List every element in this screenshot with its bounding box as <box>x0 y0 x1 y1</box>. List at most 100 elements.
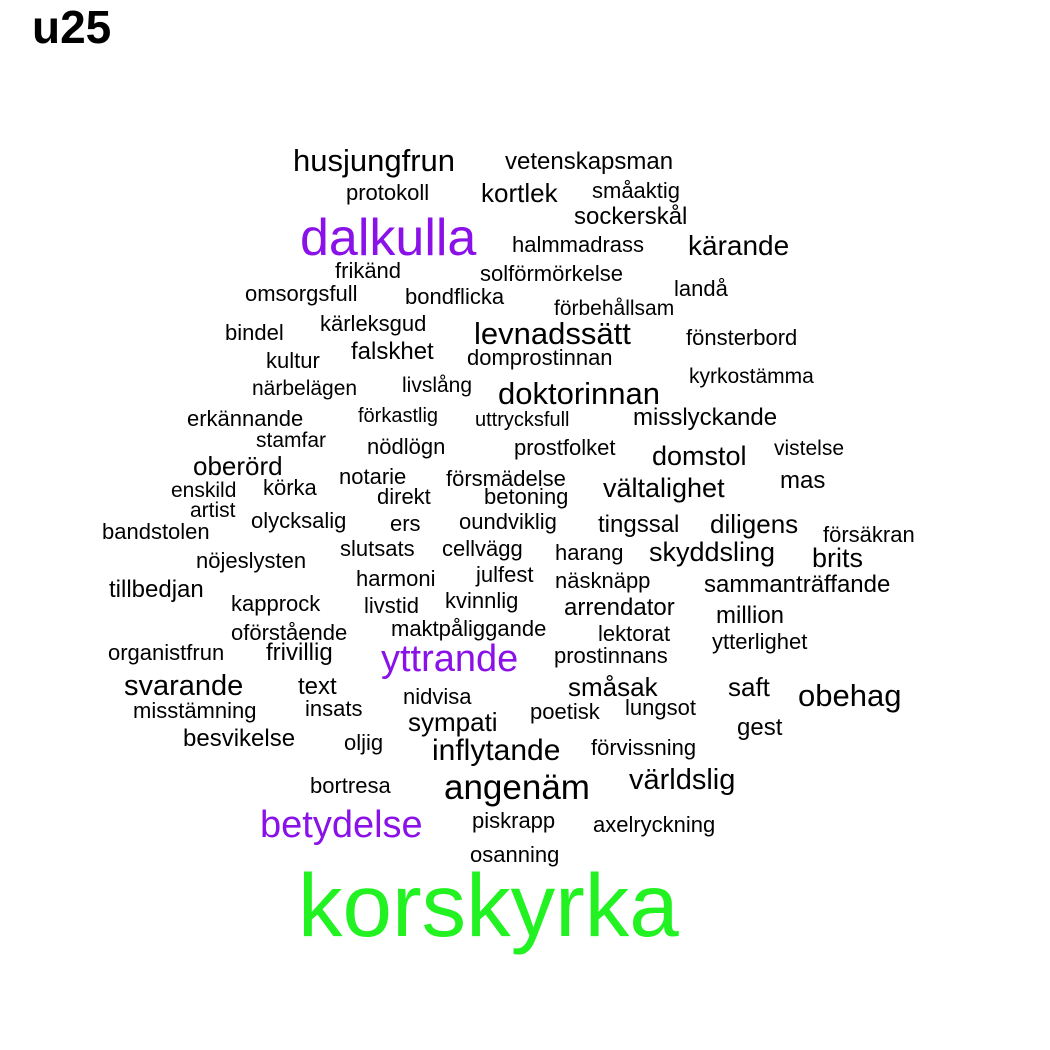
cloud-word: förkastlig <box>358 405 439 427</box>
cloud-word: besvikelse <box>183 725 296 752</box>
cloud-word: julfest <box>476 562 534 587</box>
cloud-word: vetenskapsman <box>505 148 674 175</box>
cloud-word: kapprock <box>231 591 321 616</box>
cloud-word: näsknäpp <box>555 568 651 593</box>
cloud-word: kortlek <box>481 178 558 208</box>
cloud-word: skyddsling <box>649 537 776 567</box>
cloud-word: frikänd <box>335 258 402 283</box>
cloud-word: domstol <box>652 441 747 471</box>
cloud-word: saft <box>728 672 770 702</box>
cloud-word: misstämning <box>133 698 257 723</box>
cloud-word: prostinnans <box>554 643 668 668</box>
cloud-word: piskrapp <box>472 808 556 833</box>
cloud-word: svarande <box>124 670 244 702</box>
cloud-word: dalkulla <box>300 209 477 267</box>
cloud-word: oberörd <box>193 451 283 481</box>
cloud-word: enskild <box>171 479 237 502</box>
cloud-word: diligens <box>710 509 799 539</box>
cloud-word: vältalighet <box>603 473 725 503</box>
cloud-word: angenäm <box>444 768 590 807</box>
cloud-word: direkt <box>377 484 431 509</box>
cloud-word: nödlögn <box>367 434 446 459</box>
cloud-word: korskyrka <box>298 855 679 955</box>
cloud-word: kärande <box>688 230 790 261</box>
cloud-word: körka <box>263 475 317 500</box>
cloud-word: oundviklig <box>459 509 557 534</box>
cloud-word: tingssal <box>598 511 680 538</box>
cloud-word: betydelse <box>260 804 423 846</box>
cloud-word: bandstolen <box>102 519 210 544</box>
cloud-word: obehag <box>798 678 902 713</box>
cloud-word: kultur <box>266 348 320 373</box>
cloud-word: betoning <box>484 484 569 509</box>
cloud-word: sockerskål <box>574 203 688 230</box>
cloud-word: stamfar <box>256 429 327 452</box>
cloud-word: nöjeslysten <box>196 548 307 573</box>
cloud-word: slutsats <box>340 536 415 561</box>
cloud-word: harang <box>555 540 624 565</box>
cloud-word: husjungfrun <box>293 143 456 178</box>
cloud-word: osanning <box>470 842 560 867</box>
cloud-word: oförstående <box>231 620 348 645</box>
cloud-word: kvinnlig <box>445 588 519 613</box>
cloud-word: million <box>716 602 785 629</box>
cloud-word: kärleksgud <box>320 311 427 336</box>
cloud-word: uttrycksfull <box>475 409 570 431</box>
cloud-word: doktorinnan <box>498 376 661 411</box>
cloud-word: oljig <box>344 730 384 755</box>
cloud-word: text <box>298 673 337 700</box>
cloud-word: ers <box>390 511 421 536</box>
cloud-word: arrendator <box>564 594 675 621</box>
cloud-word: småsak <box>568 672 658 702</box>
cloud-word: insats <box>305 696 363 721</box>
cloud-word: omsorgsfull <box>245 281 358 306</box>
chart-title: u25 <box>32 1 112 53</box>
cloud-word: världslig <box>629 764 736 796</box>
cloud-word: cellvägg <box>442 536 523 561</box>
cloud-word: domprostinnan <box>467 345 613 370</box>
cloud-word: fönsterbord <box>686 325 798 350</box>
cloud-word: notarie <box>339 464 407 489</box>
cloud-word: tillbedjan <box>109 576 204 603</box>
cloud-word: försäkran <box>823 522 915 547</box>
cloud-word: förbehållsam <box>554 297 675 320</box>
cloud-word: levnadssätt <box>474 316 631 351</box>
cloud-word: artist <box>190 499 236 522</box>
cloud-word: brits <box>812 543 864 573</box>
cloud-word: misslyckande <box>633 404 778 431</box>
cloud-word: lektorat <box>598 621 671 646</box>
cloud-word: sympati <box>408 707 498 737</box>
cloud-word: inflytande <box>432 734 561 767</box>
cloud-word: livslång <box>402 374 473 397</box>
cloud-word: solförmörkelse <box>480 261 624 286</box>
cloud-word: falskhet <box>351 338 434 365</box>
cloud-word: landå <box>674 276 728 301</box>
cloud-word: erkännande <box>187 406 304 431</box>
cloud-word: vistelse <box>774 437 845 460</box>
cloud-word: småaktig <box>592 178 681 203</box>
cloud-word: olycksalig <box>251 508 347 533</box>
cloud-word: bortresa <box>310 773 391 798</box>
cloud-word: halmmadrass <box>512 232 645 257</box>
cloud-word: närbelägen <box>252 377 358 400</box>
cloud-word: mas <box>780 467 826 494</box>
cloud-word: maktpåliggande <box>391 616 547 641</box>
cloud-word: bindel <box>225 320 284 345</box>
cloud-word: livstid <box>364 593 420 618</box>
cloud-word: poetisk <box>530 699 600 724</box>
cloud-word: axelryckning <box>593 812 716 837</box>
cloud-word: yttrande <box>381 638 519 680</box>
cloud-word: nidvisa <box>403 684 472 709</box>
cloud-word: sammanträffande <box>704 571 891 598</box>
cloud-word: bondflicka <box>405 284 505 309</box>
cloud-word: prostfolket <box>514 435 616 460</box>
cloud-word: gest <box>737 714 783 741</box>
cloud-word: kyrkostämma <box>689 365 814 388</box>
cloud-word: förvissning <box>591 735 697 760</box>
cloud-word: lungsot <box>625 695 696 720</box>
cloud-word: ytterlighet <box>712 629 808 654</box>
cloud-word: harmoni <box>356 566 436 591</box>
cloud-word: försmädelse <box>446 466 566 491</box>
